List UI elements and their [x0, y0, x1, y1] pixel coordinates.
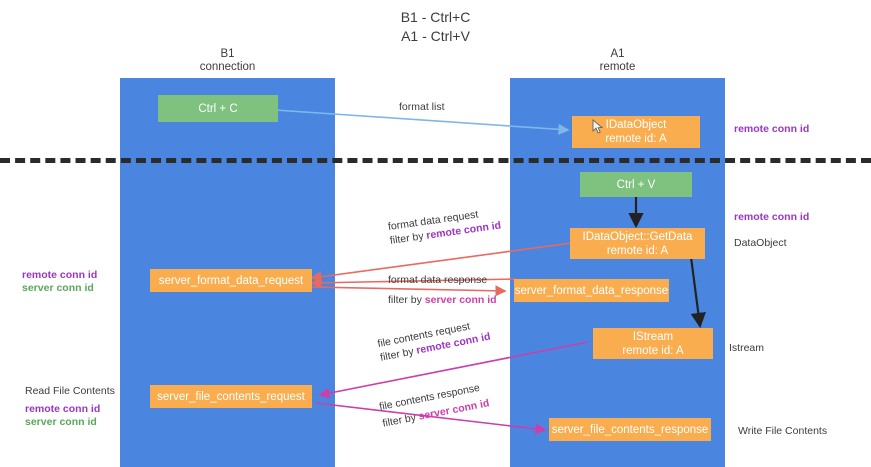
box-server-format-data-request[interactable]: server_format_data_request — [150, 269, 312, 292]
note-istream: Istream — [729, 342, 765, 354]
box-ctrl-v-label: Ctrl + V — [616, 178, 656, 191]
note-left-server-conn-id-1: server conn id — [22, 282, 94, 294]
edge-label-file-contents-request: file contents request filter by remote c… — [376, 316, 492, 365]
note-write-file-contents: Write File Contents — [738, 425, 828, 437]
column-header-a1-name: A1 — [610, 48, 625, 60]
phase-divider — [0, 158, 871, 163]
note-read-file-contents: Read File Contents — [25, 385, 115, 397]
edge-label-format-list-text: format list — [399, 101, 445, 113]
box-server-file-contents-response[interactable]: server_file_contents_response — [549, 418, 711, 441]
box-server-format-data-request-label: server_format_data_request — [158, 274, 304, 287]
page-title: B1 - Ctrl+C A1 - Ctrl+V — [0, 8, 871, 46]
edge-label-format-data-response-filter: filter by server conn id — [388, 294, 497, 306]
box-ctrl-c[interactable]: Ctrl + C — [158, 95, 278, 122]
box-ctrl-c-label: Ctrl + C — [198, 102, 238, 115]
box-idataobject-line2: remote id: A — [605, 133, 667, 145]
box-getdata-line2: remote id: A — [606, 244, 669, 257]
note-remote-conn-id-mid: remote conn id — [734, 211, 810, 223]
note-left-conn-ids-2: remote conn id server conn id — [25, 403, 100, 429]
column-header-a1-role: remote — [599, 61, 636, 73]
note-left-conn-ids-1: remote conn id server conn id — [22, 269, 97, 295]
edge-label-format-data-response: format data response filter by server co… — [388, 273, 497, 307]
column-header-b1-name: B1 — [220, 48, 235, 60]
box-server-file-contents-response-label: server_file_contents_response — [551, 423, 709, 436]
box-istream-line1: IStream — [632, 330, 674, 343]
box-server-format-data-response[interactable]: server_format_data_response — [514, 279, 669, 302]
edge-label-format-list: format list — [399, 100, 445, 114]
box-server-file-contents-request[interactable]: server_file_contents_request — [150, 385, 312, 408]
note-left-remote-conn-id-2: remote conn id — [25, 403, 101, 415]
box-server-file-contents-request-label: server_file_contents_request — [157, 390, 305, 403]
note-left-remote-conn-id-1: remote conn id — [22, 269, 98, 281]
box-getdata-line1: IDataObject::GetData — [582, 230, 693, 243]
title-line-2: A1 - Ctrl+V — [401, 28, 470, 44]
filter-key-server-conn-id: server conn id — [424, 294, 497, 306]
box-getdata[interactable]: IDataObject::GetData remote id: A — [570, 228, 705, 259]
column-header-b1-role: connection — [199, 61, 256, 73]
note-remote-conn-id-top: remote conn id — [734, 123, 810, 135]
title-line-1: B1 - Ctrl+C — [400, 9, 471, 25]
box-idataobject-line1: IDataObject — [605, 119, 667, 131]
box-idataobject[interactable]: IDataObject remote id: A — [572, 116, 700, 148]
box-istream-line2: remote id: A — [622, 344, 684, 357]
column-header-b1: B1 connection — [150, 48, 305, 74]
note-left-server-conn-id-2: server conn id — [25, 416, 97, 428]
edge-label-format-data-response-text: format data response — [388, 274, 488, 286]
edge-label-format-data-request: format data request filter by remote con… — [387, 205, 502, 248]
note-dataobject: DataObject — [734, 237, 787, 249]
column-header-a1: A1 remote — [540, 48, 695, 74]
box-server-format-data-response-label: server_format_data_response — [514, 284, 669, 297]
box-istream[interactable]: IStream remote id: A — [593, 328, 713, 359]
edge-label-file-contents-response: file contents response filter by server … — [378, 380, 490, 431]
box-ctrl-v[interactable]: Ctrl + V — [580, 172, 692, 197]
